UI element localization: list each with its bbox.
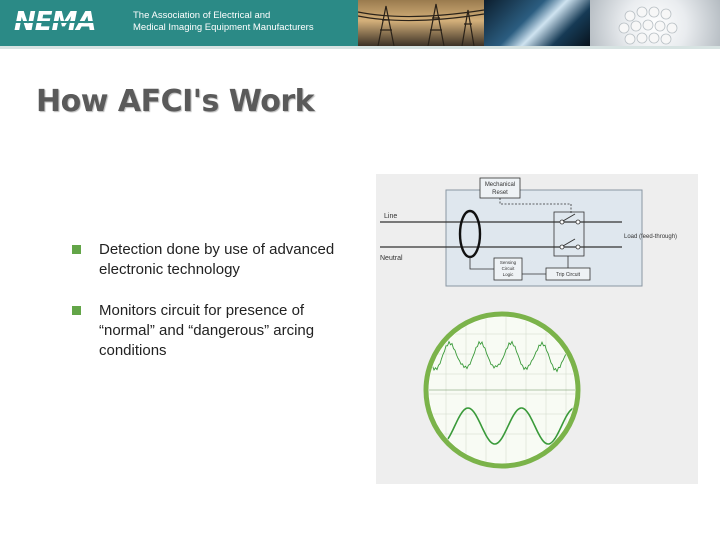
sensing-label-1: Sensing — [500, 260, 517, 265]
sensing-label-3: Logic — [503, 272, 515, 277]
line-switch-blade — [562, 213, 576, 222]
sensing-label-2: Circuit — [502, 266, 516, 271]
glassware-photo — [484, 0, 590, 46]
load-label: Load (feed-through) — [624, 234, 677, 240]
bullet-line: Monitors circuit for presence of — [99, 302, 305, 319]
header-bar: NEMA The Association of Electrical and M… — [0, 0, 720, 47]
voltage-sine-waveform — [429, 407, 575, 445]
header-divider — [0, 46, 720, 49]
slide-title: How AFCI's Work — [36, 84, 315, 119]
arcing-current-waveform — [429, 340, 575, 373]
line-label: Line — [384, 213, 397, 220]
tagline-line-1: The Association of Electrical and — [133, 10, 271, 21]
afci-diagram: Mechanical Reset Line Neutral Load (feed… — [380, 177, 677, 469]
nema-logo: NEMA — [14, 7, 97, 37]
reset-linkage — [499, 198, 572, 214]
trip-label: Trip Circuit — [556, 272, 581, 278]
oscilloscope-view — [429, 317, 575, 463]
green-square-bullet-icon — [72, 306, 81, 315]
neutral-switch-contact — [575, 244, 581, 250]
green-square-bullet-icon — [72, 245, 81, 254]
power-lines-photo — [357, 0, 485, 47]
mechanical-reset-label-1: Mechanical — [485, 182, 515, 188]
bullet-line: Detection done by use of advanced — [99, 241, 335, 258]
bullet-line: “normal” and “dangerous” arcing — [99, 322, 315, 339]
bullet-item: Detection done by use of advanced electr… — [72, 240, 362, 280]
header-tagline: The Association of Electrical and Medica… — [133, 10, 314, 34]
tagline-line-2: Medical Imaging Equipment Manufacturers — [133, 22, 314, 33]
bullet-list: Detection done by use of advanced electr… — [72, 240, 362, 382]
logic-wiring — [469, 256, 569, 275]
led-bulb-photo — [590, 0, 720, 46]
afci-diagram-figure: Mechanical Reset Line Neutral Load (feed… — [376, 174, 698, 484]
bullet-line: electronic technology — [99, 261, 240, 278]
line-switch-contact — [575, 219, 581, 225]
neutral-label: Neutral — [380, 255, 403, 262]
bullet-item: Monitors circuit for presence of “normal… — [72, 301, 362, 361]
mechanical-reset-label-2: Reset — [492, 190, 508, 196]
neutral-switch-blade — [562, 238, 576, 247]
switch-housing — [553, 211, 585, 257]
bullet-line: conditions — [99, 342, 167, 359]
